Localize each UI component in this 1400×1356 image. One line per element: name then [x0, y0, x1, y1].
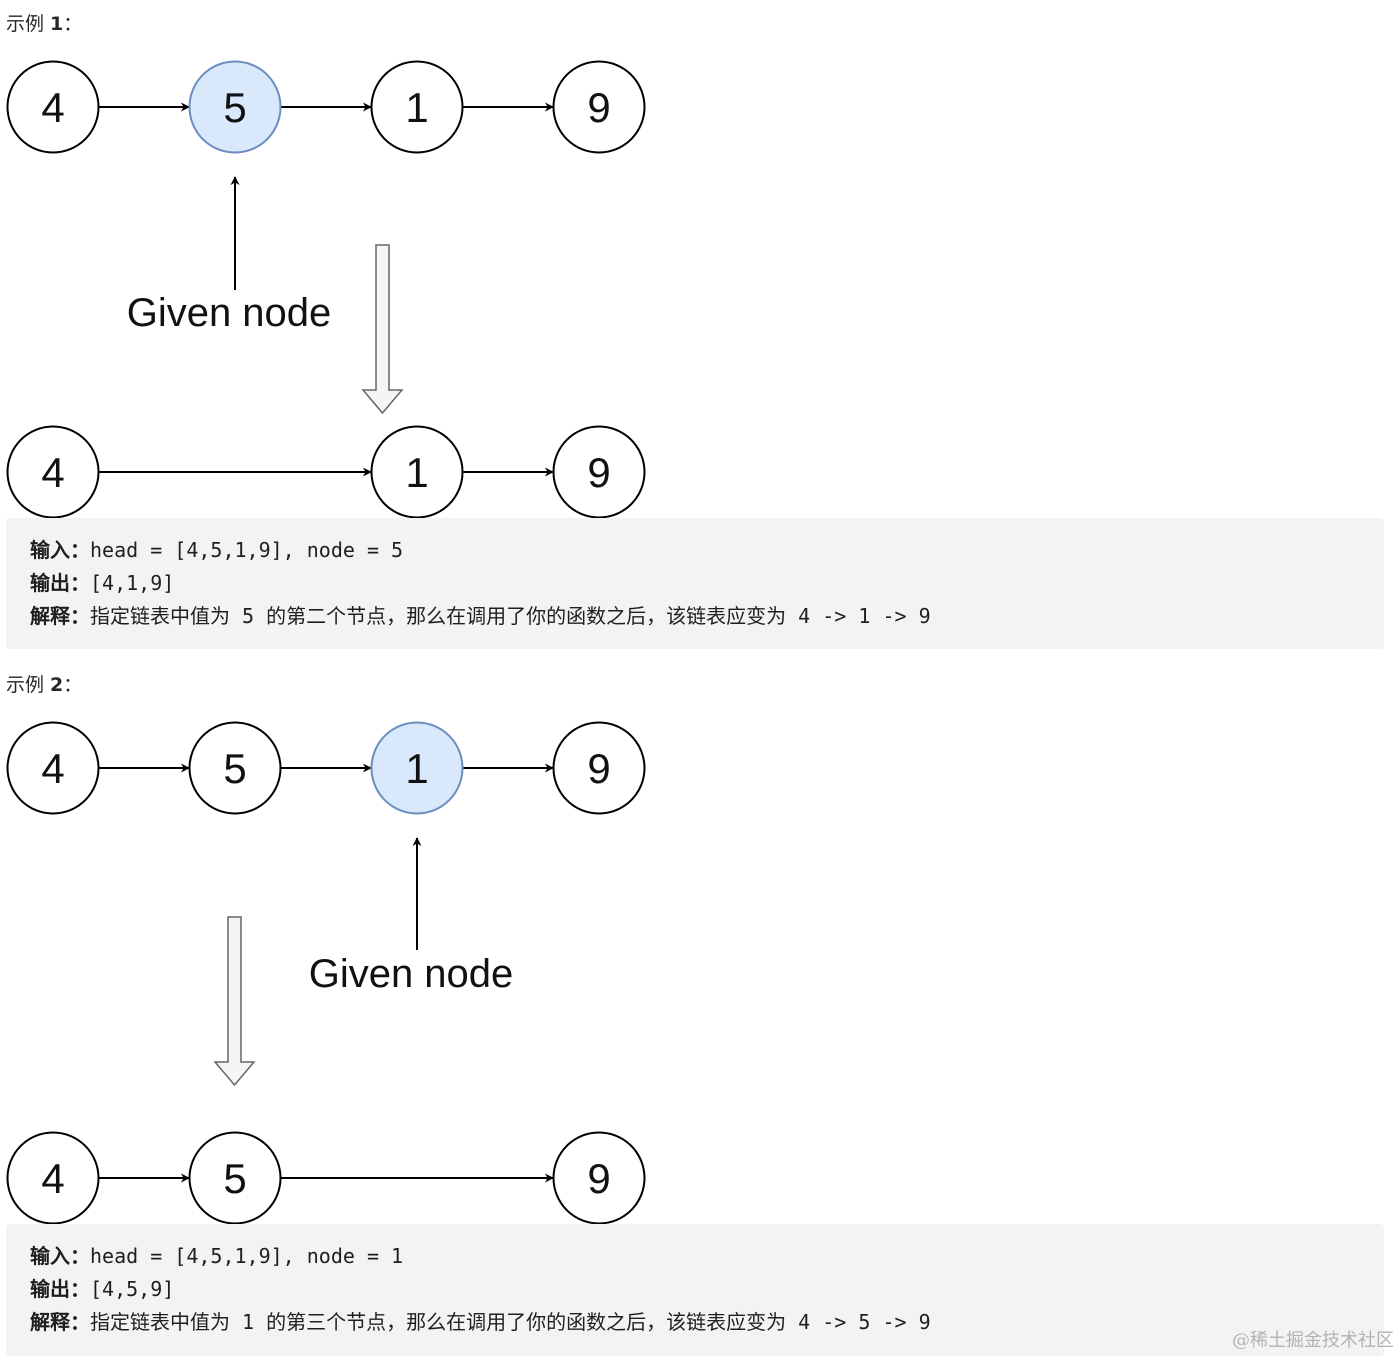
given-node-label: Given node	[309, 952, 514, 996]
example-2-diagram: 4 5 1 9 Given node 4 5 9	[6, 721, 646, 1225]
node-value: 5	[223, 84, 246, 131]
output-line: 输出：[4,5,9]	[30, 1273, 1384, 1306]
node-value: 1	[405, 84, 428, 131]
node-value: 4	[41, 1155, 64, 1202]
node-value: 1	[405, 745, 428, 792]
list-node: 9	[552, 60, 646, 154]
list-node: 5	[188, 1131, 282, 1225]
example-heading-number: 1	[50, 13, 64, 35]
example-1-io-block: 输入：head = [4,5,1,9], node = 5 输出：[4,1,9]…	[6, 518, 1384, 649]
list-node: 9	[552, 425, 646, 519]
list-node: 4	[6, 1131, 100, 1225]
output-value: [4,5,9]	[90, 1277, 175, 1301]
output-label: 输出：	[30, 1277, 90, 1301]
example-1-heading: 示例 1：	[6, 11, 82, 37]
input-value: head = [4,5,1,9], node = 1	[90, 1244, 404, 1268]
explanation-value: 指定链表中值为 1 的第三个节点，那么在调用了你的函数之后，该链表应变为 4 -…	[90, 1310, 931, 1334]
example-heading-number: 2	[50, 674, 64, 696]
given-node-label: Given node	[127, 291, 332, 335]
example-2-io-block: 输入：head = [4,5,1,9], node = 1 输出：[4,5,9]…	[6, 1224, 1384, 1356]
transform-down-arrow	[213, 916, 256, 1087]
input-line: 输入：head = [4,5,1,9], node = 1	[30, 1240, 1384, 1273]
list-node-given: 1	[370, 721, 464, 815]
example-1-diagram: 4 5 1 9 Given node 4 1 9	[6, 60, 646, 519]
input-value: head = [4,5,1,9], node = 5	[90, 538, 404, 562]
explanation-value: 指定链表中值为 5 的第二个节点，那么在调用了你的函数之后，该链表应变为 4 -…	[90, 604, 931, 628]
node-value: 9	[587, 745, 610, 792]
watermark: @稀土掘金技术社区	[1232, 1330, 1394, 1351]
node-value: 5	[223, 745, 246, 792]
output-value: [4,1,9]	[90, 571, 175, 595]
example-heading-suffix: ：	[63, 13, 83, 35]
list-node-given: 5	[188, 60, 282, 154]
output-label: 输出：	[30, 571, 90, 595]
explanation-label: 解释：	[30, 1310, 90, 1334]
list-node: 1	[370, 60, 464, 154]
list-node: 4	[6, 721, 100, 815]
example-heading-prefix: 示例	[6, 674, 51, 696]
explanation-label: 解释：	[30, 604, 90, 628]
node-value: 5	[223, 1155, 246, 1202]
node-value: 4	[41, 84, 64, 131]
explanation-line: 解释：指定链表中值为 5 的第二个节点，那么在调用了你的函数之后，该链表应变为 …	[30, 600, 1384, 633]
explanation-line: 解释：指定链表中值为 1 的第三个节点，那么在调用了你的函数之后，该链表应变为 …	[30, 1306, 1384, 1339]
example-heading-prefix: 示例	[6, 13, 51, 35]
input-label: 输入：	[30, 1244, 90, 1268]
node-value: 9	[587, 1155, 610, 1202]
list-node: 4	[6, 60, 100, 154]
input-label: 输入：	[30, 538, 90, 562]
list-node: 9	[552, 1131, 646, 1225]
node-value: 9	[587, 449, 610, 496]
node-value: 4	[41, 449, 64, 496]
input-line: 输入：head = [4,5,1,9], node = 5	[30, 534, 1384, 567]
transform-down-arrow	[361, 244, 404, 415]
node-value: 9	[587, 84, 610, 131]
output-line: 输出：[4,1,9]	[30, 567, 1384, 600]
list-node: 9	[552, 721, 646, 815]
node-value: 4	[41, 745, 64, 792]
example-heading-suffix: ：	[63, 674, 83, 696]
list-node: 4	[6, 425, 100, 519]
node-value: 1	[405, 449, 428, 496]
list-node: 1	[370, 425, 464, 519]
example-2-heading: 示例 2：	[6, 672, 82, 698]
list-node: 5	[188, 721, 282, 815]
